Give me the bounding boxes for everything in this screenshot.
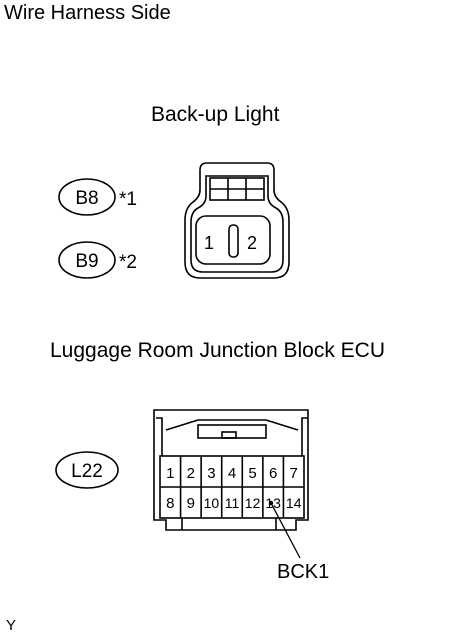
pin-label: 6	[269, 465, 277, 482]
pin-callout-leader	[270, 502, 301, 559]
connector-outline	[184, 162, 290, 279]
pin-label: 7	[290, 465, 298, 482]
center-key	[228, 224, 239, 258]
pin-label: 12	[245, 495, 261, 511]
pin-grid	[179, 456, 285, 518]
pin-callout-dot	[268, 500, 274, 506]
pin-label: 11	[225, 495, 240, 511]
backup-light-connector-title: Back-up Light	[151, 103, 280, 126]
pin-label: 2	[187, 465, 195, 482]
pin-cavity	[195, 215, 271, 265]
connector-inner-outline	[190, 175, 284, 273]
pin-label: 10	[204, 495, 220, 511]
junction-block-connector	[153, 409, 309, 531]
code-label: B9	[75, 251, 98, 272]
pin-label: 14	[286, 495, 302, 511]
connector-top-ridge	[156, 417, 308, 456]
pin-label: 4	[228, 465, 236, 482]
code-ellipse	[58, 241, 116, 279]
connector-lock-tab	[221, 431, 237, 439]
code-label: B8	[75, 188, 98, 209]
pin-label: 13	[265, 495, 281, 511]
pin-label: 5	[248, 465, 256, 482]
pin-label: 3	[207, 465, 215, 482]
connector-code-b9: B9 *2	[58, 241, 137, 279]
page-title: Wire Harness Side	[4, 2, 171, 24]
pin-label: 1	[166, 465, 174, 482]
junction-block-connector-title: Luggage Room Junction Block ECU	[50, 339, 386, 362]
code-label: L22	[71, 461, 103, 482]
pin-label: 9	[187, 495, 195, 512]
code-ellipse	[58, 178, 116, 216]
pin-callout-label: BCK1	[277, 561, 330, 583]
code-ellipse	[55, 451, 119, 489]
backup-light-connector	[184, 162, 290, 279]
connector-code-b8: B8 *1	[58, 178, 137, 216]
pin-label: 8	[166, 495, 174, 512]
pin-label: 1	[204, 233, 214, 253]
corner-code: Y	[6, 617, 17, 634]
code-note: *2	[119, 252, 137, 273]
code-note: *1	[119, 189, 137, 210]
connector-code-l22: L22	[55, 451, 119, 489]
pin-label: 2	[247, 233, 257, 253]
connector-outline	[153, 409, 309, 531]
pin-row-bottom: 89 10 11 1213 14	[166, 495, 302, 512]
